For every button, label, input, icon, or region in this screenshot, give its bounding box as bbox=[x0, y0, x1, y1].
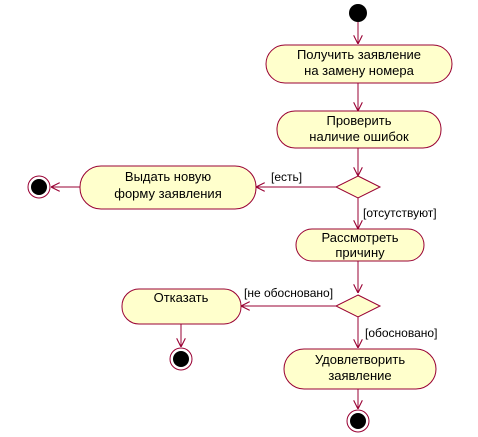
guard-errors-absent: [отсутствуют] bbox=[363, 206, 437, 220]
action-issue-new-form-line1: Выдать новую bbox=[125, 169, 211, 184]
action-reject: Отказать bbox=[121, 288, 242, 325]
action-get-application-line2: на замену номера bbox=[304, 63, 414, 78]
action-issue-new-form-line2: форму заявления bbox=[114, 186, 222, 201]
final-node-issue bbox=[27, 175, 51, 199]
guard-errors-present: [есть] bbox=[271, 170, 302, 184]
decision-errors bbox=[334, 175, 382, 199]
action-satisfy-line2: заявление bbox=[328, 368, 391, 383]
action-satisfy: Удовлетворить заявление bbox=[283, 348, 437, 390]
action-issue-new-form: Выдать новую форму заявления bbox=[79, 165, 257, 210]
action-review-reason-line1: Рассмотреть bbox=[321, 230, 398, 245]
guard-not-justified: [не обосновано] bbox=[244, 286, 333, 300]
action-get-application: Получить заявление на замену номера bbox=[265, 44, 453, 84]
guard-justified: [обосновано] bbox=[365, 326, 437, 340]
initial-node bbox=[349, 4, 367, 22]
action-get-application-line1: Получить заявление bbox=[297, 47, 421, 62]
action-check-errors: Проверить наличие ошибок bbox=[276, 110, 442, 149]
action-satisfy-line1: Удовлетворить bbox=[315, 352, 405, 367]
action-check-errors-line1: Проверить bbox=[326, 113, 391, 128]
final-node-satisfy bbox=[346, 409, 370, 433]
decision-justification bbox=[334, 294, 382, 318]
final-node-reject bbox=[169, 347, 193, 371]
action-reject-label: Отказать bbox=[154, 290, 209, 305]
action-check-errors-line2: наличие ошибок bbox=[309, 129, 409, 144]
action-review-reason: Рассмотреть причину bbox=[295, 228, 425, 262]
action-review-reason-line2: причину bbox=[335, 245, 385, 260]
